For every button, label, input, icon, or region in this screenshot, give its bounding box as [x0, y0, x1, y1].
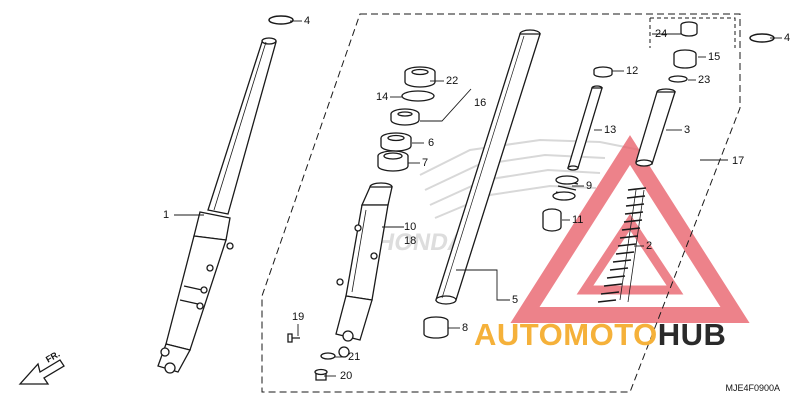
callout-13: 13: [604, 124, 617, 136]
fork-cap: [668, 21, 698, 83]
triangle-watermark: [510, 135, 750, 323]
damper-rod: [542, 66, 613, 232]
fork-slider: [335, 182, 393, 358]
leader-lines: [174, 20, 782, 377]
spring-set: [597, 88, 676, 303]
callout-19: 19: [292, 311, 305, 323]
o-ring-left: [268, 15, 294, 25]
callout-12: 12: [626, 65, 639, 77]
callout-1: 1: [163, 209, 170, 221]
fork-outer-tube: [157, 37, 277, 374]
callout-4-left: 4: [304, 15, 311, 27]
fork-inner-tube: [435, 29, 541, 305]
brand-watermark-part1: AUTOMOTO: [474, 317, 658, 352]
seal-stack: [377, 66, 436, 172]
callout-22: 22: [446, 75, 459, 87]
brand-watermark: AUTOMOTOHUB: [474, 318, 726, 352]
callout-14: 14: [376, 91, 389, 103]
callout-20: 20: [340, 370, 353, 382]
callout-11: 11: [572, 214, 584, 226]
callout-8: 8: [462, 322, 469, 334]
callout-10: 10: [404, 221, 417, 233]
callout-16: 16: [474, 97, 487, 109]
callout-2: 2: [646, 240, 653, 252]
callout-24: 24: [655, 28, 668, 40]
callout-18: 18: [404, 235, 417, 247]
assembly-outline: [261, 13, 741, 393]
diagram-code: MJE4F0900A: [725, 383, 780, 393]
subassembly-outline: [649, 17, 736, 48]
callout-4-right: 4: [784, 32, 791, 44]
callout-15: 15: [708, 51, 721, 63]
callout-7: 7: [422, 157, 429, 169]
callout-9: 9: [586, 180, 593, 192]
callout-6: 6: [428, 137, 435, 149]
callout-23: 23: [698, 74, 711, 86]
front-arrow-icon: [18, 359, 65, 385]
brand-watermark-part2: HUB: [657, 317, 727, 352]
bolt-set: [287, 333, 336, 381]
callout-21: 21: [348, 351, 361, 363]
guide-bush: [423, 316, 449, 339]
callout-3: 3: [684, 124, 691, 136]
callout-5: 5: [512, 294, 519, 306]
wing-logo-watermark: HONDA: [375, 138, 641, 256]
callout-17: 17: [732, 155, 745, 167]
